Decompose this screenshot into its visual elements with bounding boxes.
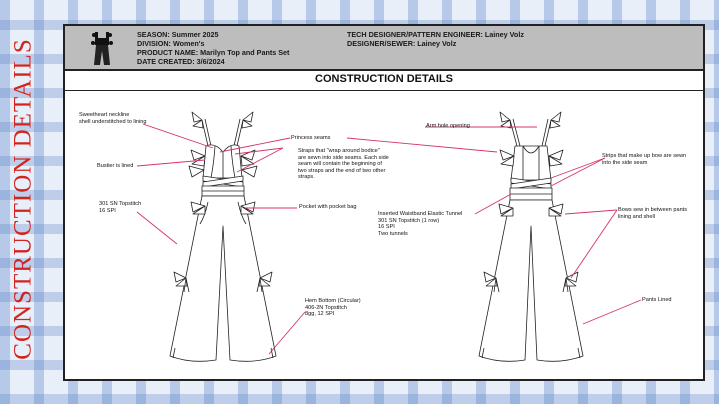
label-topstitch: 301 SN Topstitch 16 SPI xyxy=(99,201,141,214)
label-arm-hole: Arm hole opening xyxy=(426,123,470,130)
division-text: DIVISION: Women's xyxy=(137,39,205,48)
side-title: CONSTRUCTION DETAILS xyxy=(6,14,42,384)
callout-lines xyxy=(136,123,642,355)
label-line: seam will contain the beginning of xyxy=(298,161,382,168)
label-princess-seams: Princess seams xyxy=(291,135,330,142)
section-divider xyxy=(65,90,703,91)
label-line: Sweetheart neckline xyxy=(79,112,130,118)
label-line: 16 SPI xyxy=(378,224,395,231)
label-line: 406-2N Topstitch xyxy=(305,304,347,311)
label-bustier-lined: Bustier is lined xyxy=(97,163,133,170)
label-line: Bows sew in between pants xyxy=(618,207,688,213)
label-line: shell understitched to lining xyxy=(79,118,147,125)
label-line: lining and shell xyxy=(618,213,656,220)
label-line: 301 SN Topstitch xyxy=(99,201,142,207)
label-line: Pocket with pocket bag xyxy=(299,204,357,210)
label-line: 16 SPI xyxy=(99,207,116,214)
label-line: are sewn into side seams. Each side xyxy=(298,154,389,161)
label-line: Hem Bottom (Circular) xyxy=(305,298,361,304)
front-view-drawing xyxy=(169,111,277,362)
label-pants-lined: Pants Lined xyxy=(642,297,672,304)
label-line: two straps and the end of two other xyxy=(298,167,386,174)
label-line: straps. xyxy=(298,174,315,181)
tech-sheet: SEASON: Summer 2025 DIVISION: Women's PR… xyxy=(63,24,705,381)
header-right-info: TECH DESIGNER/PATTERN ENGINEER: Lainey V… xyxy=(347,30,524,48)
jumpsuit-logo-icon xyxy=(91,32,113,65)
label-bows-sewn: Bows sew in between pants lining and she… xyxy=(618,207,687,220)
label-line: Straps that "wrap around bodice" xyxy=(298,148,380,154)
label-line: Princess seams xyxy=(291,135,331,141)
label-line: 8gg, 12 SPI xyxy=(305,311,335,318)
label-line: Inserted Waistband Elastic Tunnel xyxy=(378,211,463,217)
back-view-drawing xyxy=(478,111,584,362)
tech-designer-text: TECH DESIGNER/PATTERN ENGINEER: Lainey V… xyxy=(347,30,524,39)
label-pocket: Pocket with pocket bag xyxy=(299,204,357,211)
label-bow-strips: Strips that make up bow are sewn into th… xyxy=(602,153,686,166)
label-line: Pants Lined xyxy=(642,297,672,303)
garment-drawings xyxy=(136,111,642,362)
side-title-text: CONSTRUCTION DETAILS xyxy=(10,38,37,360)
label-line: Arm hole opening xyxy=(426,123,470,129)
section-title: CONSTRUCTION DETAILS xyxy=(315,73,453,85)
season-text: SEASON: Summer 2025 xyxy=(137,30,219,39)
label-sweetheart-neckline: Sweetheart neckline shell understitched … xyxy=(79,112,146,125)
header-left-info: SEASON: Summer 2025 DIVISION: Women's PR… xyxy=(137,30,289,66)
label-waistband: Inserted Waistband Elastic Tunnel 301 SN… xyxy=(378,211,462,237)
product-name-text: PRODUCT NAME: Marilyn Top and Pants Set xyxy=(137,48,290,57)
label-line: Two tunnels xyxy=(378,230,408,237)
label-hem-bottom: Hem Bottom (Circular) 406-2N Topstitch 8… xyxy=(305,298,361,318)
date-created-text: DATE CREATED: 3/6/2024 xyxy=(137,57,225,66)
label-line: 301 SN Topstitch (1 row) xyxy=(378,217,440,224)
label-wrap-straps: Straps that "wrap around bodice" are sew… xyxy=(298,148,389,181)
sheet-header: SEASON: Summer 2025 DIVISION: Women's PR… xyxy=(65,26,703,71)
label-line: Strips that make up bow are sewn xyxy=(602,153,687,159)
label-line: Bustier is lined xyxy=(97,163,134,169)
designer-sewer-text: DESIGNER/SEWER: Lainey Volz xyxy=(347,39,457,48)
label-line: into the side seam xyxy=(602,159,648,166)
